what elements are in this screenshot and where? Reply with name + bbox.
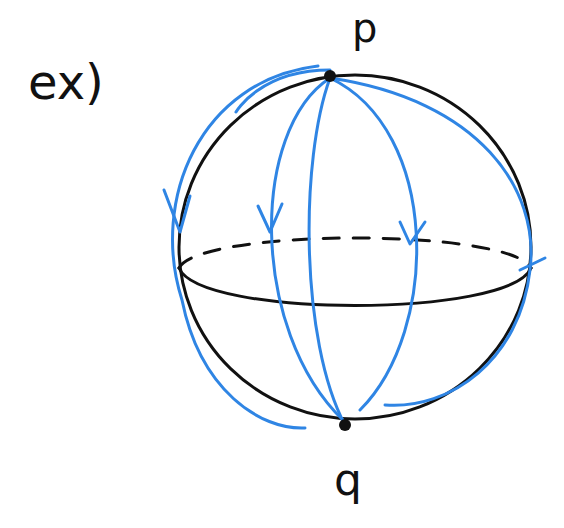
flow-line	[236, 70, 330, 112]
flow-line	[272, 78, 343, 420]
flow-line	[173, 66, 318, 428]
arrowhead	[400, 222, 425, 244]
equator-front	[179, 268, 531, 306]
example-label: ex)	[28, 58, 104, 106]
arrowhead	[258, 204, 282, 232]
flow-lines	[164, 66, 545, 428]
pole-dot	[339, 419, 351, 431]
sphere-outline	[179, 75, 531, 419]
equator-back	[179, 238, 531, 268]
flow-line	[330, 78, 531, 405]
pole-dot	[324, 70, 336, 82]
flow-line	[520, 258, 545, 270]
pole-label: q	[334, 458, 362, 502]
flow-line	[309, 78, 345, 425]
flow-line	[330, 78, 417, 410]
arrowhead	[164, 190, 190, 232]
pole-label: p	[352, 8, 377, 48]
